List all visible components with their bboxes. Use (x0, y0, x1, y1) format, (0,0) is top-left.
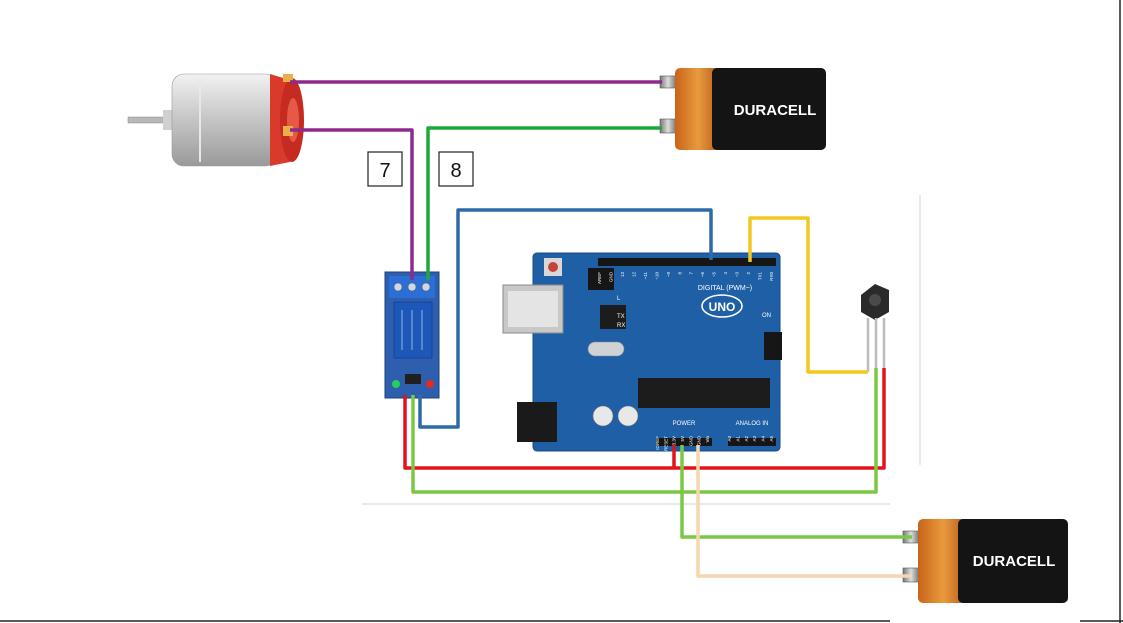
pin-label: RX0 (769, 272, 774, 281)
battery-bottom-brand: DURACELL (973, 553, 1056, 570)
digital-header (598, 258, 776, 266)
pin-label: 4 (723, 272, 728, 275)
pin-label: ~5 (712, 272, 717, 278)
l-led-label: L (617, 296, 621, 302)
label-pin-7-text: 7 (379, 160, 390, 182)
pin-label: 13 (620, 272, 625, 278)
pin-label: ~11 (643, 272, 648, 280)
wire-relay-signal-to-pin7 (418, 208, 713, 429)
pin-label: A2 (744, 436, 749, 442)
pin-label: Vin (705, 436, 710, 443)
power-header (656, 438, 712, 446)
pin-label: ~9 (666, 272, 671, 278)
digital-pin-labels: AREF GND 13 12 ~11 ~10 ~9 8 7 ~6 ~5 4 ~3 2 TX1 RX0 (597, 271, 774, 284)
pin-label: AREF (597, 272, 602, 284)
pin-label: ~3 (735, 272, 740, 278)
tx-led-label: TX (617, 314, 625, 320)
label-pin-8: 8 (438, 151, 474, 187)
pin-label: 5V (680, 436, 685, 442)
ir-receiver (861, 284, 889, 372)
pin-label: TX1 (758, 272, 763, 281)
wire-relay-ground (411, 368, 878, 494)
dc-power-jack (517, 402, 557, 442)
pin-label: 2 (746, 272, 751, 275)
wire-motor-to-relay (290, 128, 414, 280)
pin-label: ~6 (700, 272, 705, 278)
atmega-chip (638, 378, 770, 408)
on-led-label: ON (762, 313, 771, 319)
dc-motor (127, 73, 304, 167)
relay-module (384, 271, 440, 399)
pin-label: 12 (631, 272, 636, 278)
pin-label: A0 (727, 436, 732, 442)
pin-label: A3 (752, 436, 757, 442)
pin-label: A5 (769, 436, 774, 442)
wire-relay-power (403, 368, 886, 470)
pin-label: GND (697, 435, 702, 446)
label-pin-8-text: 8 (450, 160, 461, 182)
analog-header-label: ANALOG IN (736, 421, 769, 427)
battery-bottom: DURACELL (902, 519, 1068, 603)
battery-top-brand: DURACELL (734, 102, 817, 119)
wires (290, 80, 912, 578)
pin-label: IOREF (655, 436, 660, 450)
wire-battery-to-relay (426, 126, 662, 280)
digital-header-label: DIGITAL (PWM~) (698, 285, 752, 292)
pin-label: 7 (689, 272, 694, 275)
label-pin-7: 7 (367, 151, 403, 187)
power-header-label: POWER (673, 421, 696, 427)
wire-ir-signal-to-pin2 (748, 216, 868, 374)
pin-label: A1 (735, 436, 740, 442)
arduino-uno-board: UNO DIGITAL (PWM~) POWER ANALOG IN ON TX… (502, 252, 782, 452)
pin-label: 8 (677, 272, 682, 275)
pin-label: RESET (663, 436, 668, 451)
wire-arduino-ground-to-battery (680, 445, 912, 539)
wire-arduino-vin-to-battery (696, 445, 912, 578)
rx-led-label: RX (617, 323, 625, 329)
pin-label: GND (688, 435, 693, 446)
analog-header (728, 438, 776, 446)
pin-label: GND (609, 271, 614, 282)
pin-label: 3.3V (672, 436, 677, 445)
pin-label: A4 (761, 436, 766, 442)
battery-top: DURACELL (659, 68, 826, 150)
icsp-header (764, 332, 782, 360)
pin-label: ~10 (654, 272, 659, 280)
arduino-model-label: UNO (709, 300, 736, 314)
